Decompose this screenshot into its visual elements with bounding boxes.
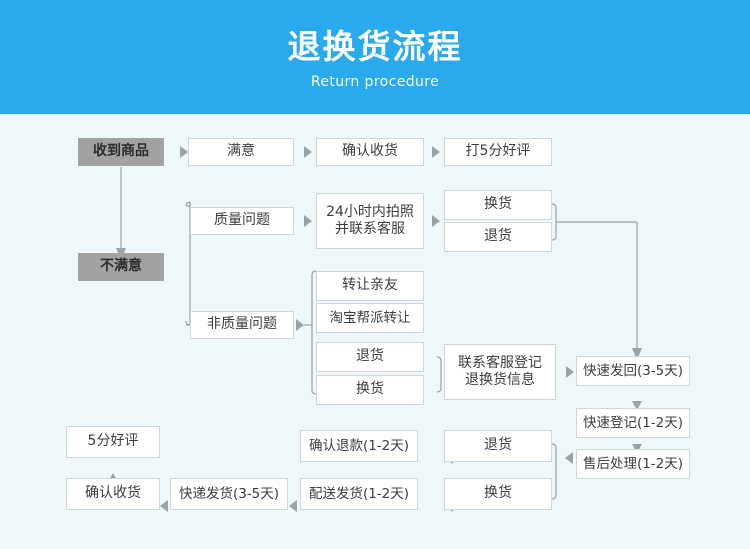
node-fast-send-back[interactable]: 快速发回(3-5天) xyxy=(576,356,690,386)
node-unsatisfied[interactable]: 不满意 xyxy=(78,253,164,281)
flow-canvas: 收到商品 满意 确认收货 打5分好评 质量问题 24小时内拍照 并联系客服 换货… xyxy=(0,114,750,549)
node-confirm-receipt-bottom[interactable]: 确认收货 xyxy=(66,478,160,510)
arrow-express-to-confirm xyxy=(160,500,168,512)
node-delivery-ship[interactable]: 配送发货(1-2天) xyxy=(300,478,418,510)
arrow-delivery-to-express xyxy=(289,500,297,512)
node-return-nonquality[interactable]: 退货 xyxy=(316,342,424,372)
node-confirm-receipt-top[interactable]: 确认收货 xyxy=(316,138,424,166)
node-exchange-bottom[interactable]: 换货 xyxy=(444,478,552,510)
arrow-quality-photo xyxy=(304,215,312,227)
node-received[interactable]: 收到商品 xyxy=(78,138,164,166)
node-taobao-transfer[interactable]: 淘宝帮派转让 xyxy=(316,303,424,333)
page-title: 退换货流程 xyxy=(287,26,463,66)
node-transfer-friend[interactable]: 转让亲友 xyxy=(316,271,424,301)
node-express-ship[interactable]: 快递发货(3-5天) xyxy=(170,478,288,510)
node-contact-service[interactable]: 联系客服登记 退换货信息 xyxy=(444,344,556,400)
node-non-quality-issue[interactable]: 非质量问题 xyxy=(190,311,294,339)
arrow-satisfied-confirm xyxy=(304,146,312,158)
node-return-quality[interactable]: 退货 xyxy=(444,222,552,252)
node-five-star-bottom[interactable]: 5分好评 xyxy=(66,426,160,458)
node-exchange-nonquality[interactable]: 换货 xyxy=(316,375,424,405)
node-five-star-top[interactable]: 打5分好评 xyxy=(444,138,552,166)
page-header: 退换货流程 Return procedure xyxy=(0,0,750,114)
node-quality-issue[interactable]: 质量问题 xyxy=(190,207,294,235)
node-after-sales[interactable]: 售后处理(1-2天) xyxy=(576,449,690,479)
node-satisfied[interactable]: 满意 xyxy=(188,138,294,166)
node-exchange-quality[interactable]: 换货 xyxy=(444,190,552,220)
arrow-contact-fastsend xyxy=(566,366,574,378)
node-fast-register[interactable]: 快速登记(1-2天) xyxy=(576,408,690,438)
node-return-bottom[interactable]: 退货 xyxy=(444,430,552,462)
node-photo-contact[interactable]: 24小时内拍照 并联系客服 xyxy=(316,193,424,249)
arrow-confirm-fivestar xyxy=(432,146,440,158)
page-subtitle: Return procedure xyxy=(310,74,440,91)
arrow-nonquality-options xyxy=(296,319,304,331)
arrow-received-satisfied xyxy=(180,146,188,158)
node-confirm-refund[interactable]: 确认退款(1-2天) xyxy=(300,430,418,462)
arrow-aftersales-to-returns xyxy=(565,452,573,464)
arrow-photo-options xyxy=(432,215,440,227)
